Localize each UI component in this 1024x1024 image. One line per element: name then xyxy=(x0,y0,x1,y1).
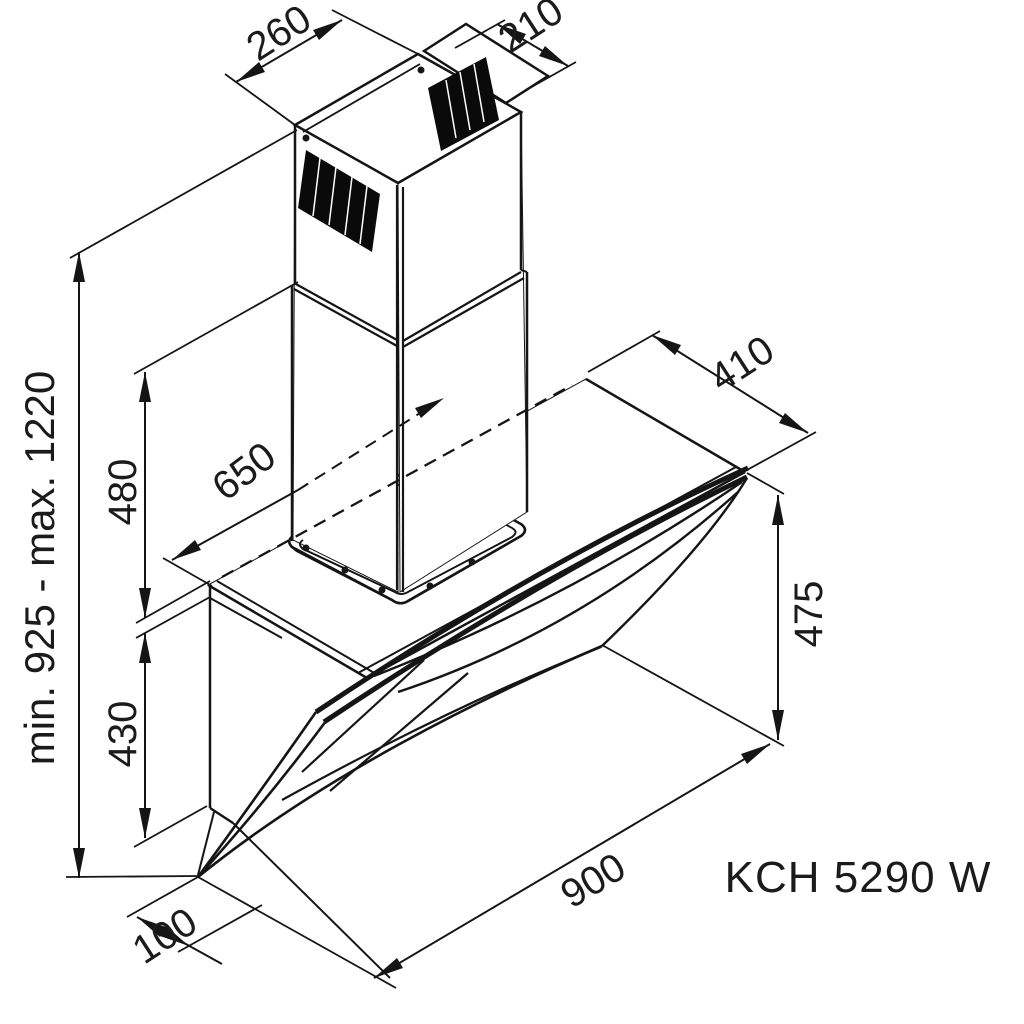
dim-line-410 xyxy=(651,334,809,434)
dim-line-900 xyxy=(373,743,771,979)
vent-grille-lower xyxy=(298,150,380,252)
chimney xyxy=(290,22,551,593)
dimension-lines xyxy=(78,19,809,979)
model-label: KCH 5290 W xyxy=(725,853,992,902)
screw-dot xyxy=(417,66,425,74)
chimney-front-right-face xyxy=(397,111,528,593)
dim-label-front-glass-height: 475 xyxy=(787,581,831,648)
vent-grille-upper xyxy=(428,57,499,151)
dim-label-upper-chimney-height: 480 xyxy=(101,459,145,526)
hood-body xyxy=(197,585,391,979)
dimension-arrowheads xyxy=(73,20,808,978)
dim-label-hood-width: 900 xyxy=(553,845,633,917)
chimney-base-plate-front xyxy=(288,523,527,605)
dim-label-top-panel-depth: 410 xyxy=(702,327,782,400)
dim-line-650-dashed xyxy=(297,402,437,491)
extension-lines xyxy=(65,9,817,989)
dim-label-body-back-height: 430 xyxy=(101,701,145,768)
dim-label-chimney-top-width: 260 xyxy=(239,0,319,70)
hidden-back-edge xyxy=(221,383,573,579)
dim-label-total-height-range: min. 925 - max. 1220 xyxy=(16,371,63,766)
screw-dot xyxy=(302,134,310,142)
dim-label-duct-back-offset: 650 xyxy=(204,434,284,509)
glass-front-panel xyxy=(196,465,750,879)
